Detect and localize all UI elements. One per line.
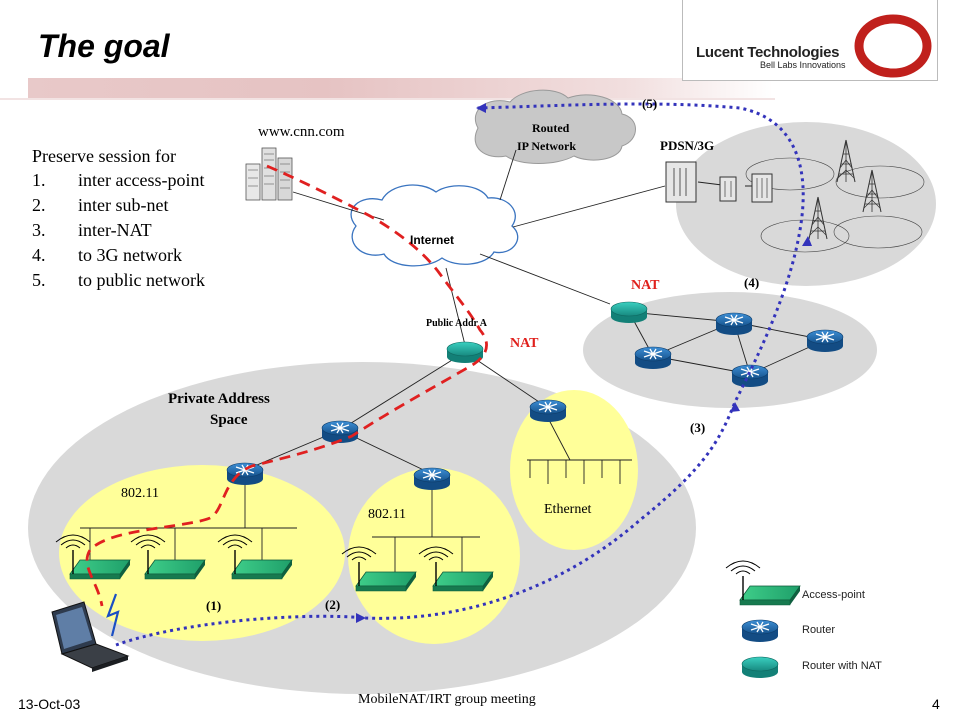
ethernet-cell [510, 390, 638, 550]
goal-item: 5.to public network [32, 270, 205, 290]
private-space-label: Space [210, 412, 248, 428]
ip-network-label: IP Network [517, 139, 576, 153]
logo-panel [682, 0, 938, 81]
private-space-label: Private Address [168, 391, 270, 407]
public-address-label: Public Addr A [426, 318, 487, 329]
server-label: www.cnn.com [258, 124, 345, 140]
pdsn-label: PDSN/3G [660, 138, 715, 153]
legend-nat-router-icon [741, 656, 779, 679]
logo-tagline: Bell Labs Innovations [760, 60, 846, 70]
session-path [85, 164, 488, 607]
goal-item: 1.inter access-point [32, 170, 205, 190]
step-label: (4) [744, 275, 760, 290]
router-icon [806, 329, 844, 353]
logo-name: Lucent Technologies [696, 44, 840, 61]
wlan-cell-1 [59, 465, 345, 641]
router-icon [731, 364, 769, 388]
nat-label: NAT [631, 278, 660, 293]
footer-date: 13-Oct-03 [18, 696, 81, 712]
legend-router-label: Router [802, 624, 836, 636]
goals-heading: Preserve session for [32, 146, 176, 166]
legend-access-point-icon [725, 560, 801, 606]
pdsn-server-icon [665, 161, 773, 203]
step-label: (3) [690, 420, 706, 435]
mobility-arrowhead-icon [802, 236, 812, 246]
footer-page-number: 4 [932, 696, 940, 712]
header-divider [0, 98, 775, 100]
ethernet-label: Ethernet [544, 502, 592, 517]
internet-cloud [350, 184, 519, 267]
slide-title: The goal [38, 28, 170, 64]
wlan-label: 802.11 [368, 507, 406, 522]
goal-item: 2.inter sub-net [32, 195, 169, 215]
footer-meeting: MobileNAT/IRT group meeting [358, 692, 536, 707]
wlan-label: 802.11 [121, 486, 159, 501]
goal-item: 4.to 3G network [32, 245, 182, 265]
legend-nat-router-label: Router with NAT [802, 660, 882, 672]
mobility-arrowhead-icon [356, 613, 366, 623]
router-icon [413, 467, 451, 491]
routed-ip-network-cloud [474, 89, 636, 164]
router-icon [634, 346, 672, 370]
internet-label: Internet [410, 233, 455, 247]
laptop-icon [51, 593, 130, 672]
3g-domain [676, 122, 936, 286]
mobility-arrowhead-icon [476, 103, 486, 113]
nat-router-icon [610, 301, 648, 324]
legend-access-point-label: Access-point [802, 589, 865, 601]
goal-item: 3.inter-NAT [32, 220, 152, 240]
router-icon [529, 399, 567, 423]
step-label: (1) [206, 598, 222, 613]
step-label: (5) [642, 96, 658, 111]
title-bar [28, 78, 773, 98]
wlan-cell-2 [348, 468, 520, 644]
step-label: (2) [325, 597, 341, 612]
legend-router-icon [741, 619, 779, 643]
nat-domain-2 [583, 292, 877, 408]
router-icon [715, 312, 753, 336]
lucent-ring-icon [854, 14, 932, 78]
mobility-arrowhead-icon [730, 402, 740, 412]
web-server-icon [245, 147, 293, 201]
routed-label: Routed [532, 121, 570, 135]
nat-label: NAT [510, 336, 539, 351]
